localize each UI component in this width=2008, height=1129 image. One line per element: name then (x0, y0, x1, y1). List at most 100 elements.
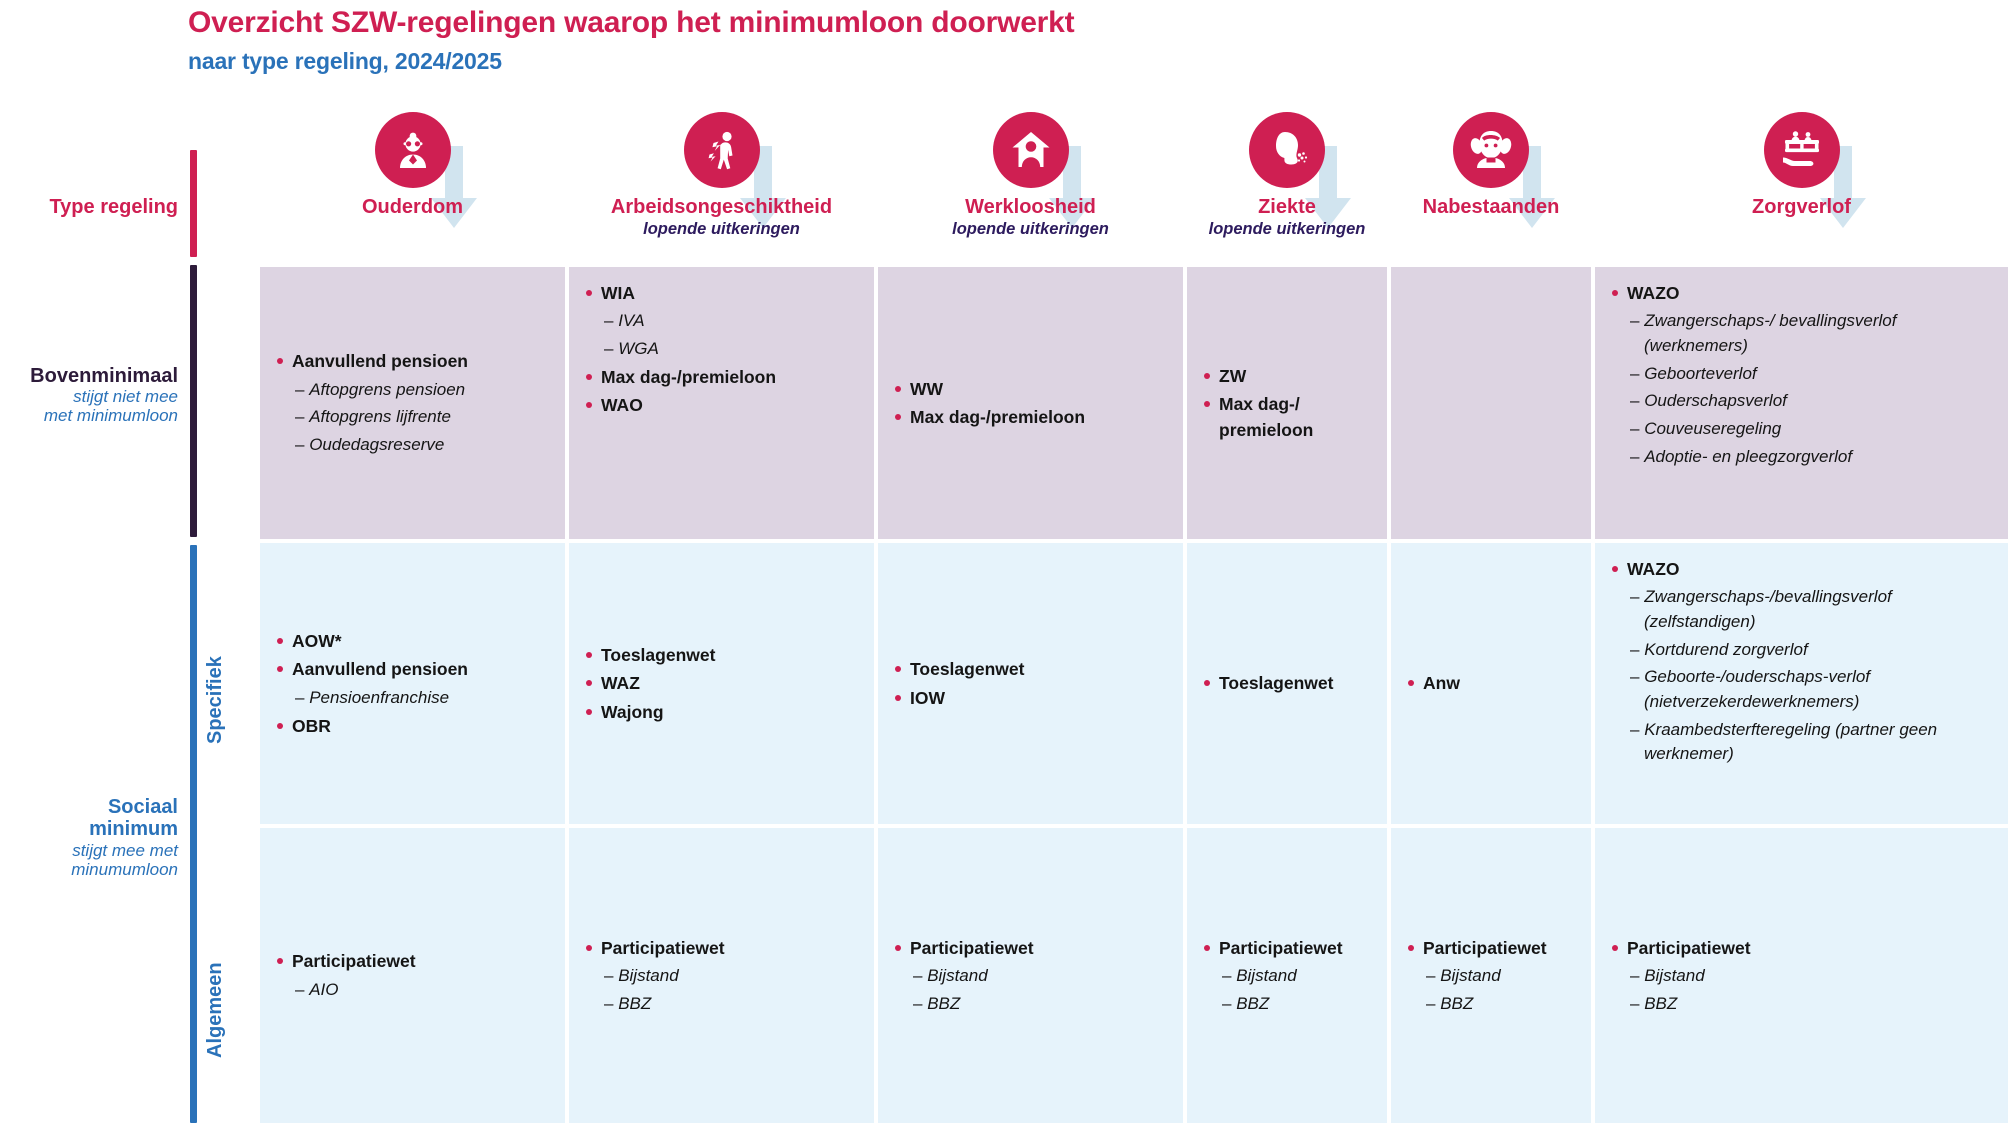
down-arrow-icon (1503, 146, 1561, 238)
list-item-sub: Aftopgrens lijfrente (274, 405, 549, 430)
list-item-primary: Toeslagenwet (892, 657, 1167, 682)
page-subtitle: naar type regeling, 2024/2025 (188, 48, 502, 74)
list-item-sub: BBZ (1405, 992, 1575, 1017)
item-list: ParticipatiewetBijstandBBZ (1609, 936, 1992, 1020)
cell-specifiek-nabestaanden: Anw (1391, 543, 1591, 824)
sociaal-minimum-note-2: minumumloon (71, 859, 178, 879)
list-item-sub: Bijstand (1201, 964, 1371, 989)
list-item-sub: IVA (583, 309, 858, 334)
bovenminimaal-note-2: met minimumloon (43, 406, 178, 426)
down-arrow-icon (425, 146, 483, 238)
list-item-sub: Oudedagsreserve (274, 433, 549, 458)
list-item-primary: Toeslagenwet (1201, 671, 1371, 696)
list-item-sub: Zwangerschaps-/ bevallingsverlof (werkne… (1609, 309, 1992, 358)
list-item-sub: Ouderschapsverlof (1609, 389, 1992, 414)
list-item-sub: Zwangerschaps-/bevallingsverlof (zelfsta… (1609, 585, 1992, 634)
item-list: Aanvullend pensioenAftopgrens pensioenAf… (274, 349, 549, 460)
list-item-primary: Participatiewet (1609, 936, 1992, 961)
cell-specifiek-ziekte: Toeslagenwet (1187, 543, 1387, 824)
list-item-sub: Bijstand (892, 964, 1167, 989)
item-list: ParticipatiewetBijstandBBZ (1201, 936, 1371, 1020)
column-header-zorgverlof: Zorgverlof (1595, 112, 2008, 228)
item-list: Toeslagenwet (1201, 671, 1371, 699)
child-face-icon (1453, 112, 1529, 188)
bovenminimaal-title: Bovenminimaal (30, 365, 178, 387)
list-item-sub: Geboorte-/ouderschaps-verlof (nietverzek… (1609, 665, 1992, 714)
list-item-primary: Anw (1405, 671, 1575, 696)
sociaal-minimum-title-1: Sociaal (107, 796, 178, 818)
list-item-sub: Aftopgrens pensioen (274, 378, 549, 403)
crib-in-hands-icon (1763, 112, 1840, 188)
list-item-primary: AOW* (274, 629, 549, 654)
cell-algemeen-nabestaanden: ParticipatiewetBijstandBBZ (1391, 828, 1591, 1123)
list-item-sub: WGA (583, 337, 858, 362)
rail-sociaal-minimum (190, 545, 197, 1123)
column-header-label: Ziekte (1258, 196, 1316, 218)
column-header-label: Zorgverlof (1752, 196, 1851, 218)
row-axis-bovenminimaal: Bovenminimaal stijgt niet mee met minimu… (0, 365, 178, 425)
row-axis-type-label: Type regeling (49, 196, 178, 218)
rail-type-regeling (190, 150, 197, 257)
list-item-sub: Pensioenfranchise (274, 686, 549, 711)
item-list: WAZO Zwangerschaps-/bevallingsverlof (zel… (1609, 557, 1992, 770)
column-header-ouderdom: Ouderdom (260, 112, 565, 228)
column-header-sublabel: lopende uitkeringen (952, 220, 1109, 238)
item-list: ParticipatiewetBijstandBBZ (583, 936, 858, 1020)
list-item-primary: ZW (1201, 364, 1371, 389)
list-item-sub: Bijstand (1609, 964, 1992, 989)
cell-bovenminimaal-ouderdom: Aanvullend pensioenAftopgrens pensioenAf… (260, 267, 565, 539)
column-header-nabestaanden: Nabestaanden (1391, 112, 1591, 228)
item-list: AOW* Aanvullend pensioenPensioenfranchise… (274, 629, 549, 742)
cell-bovenminimaal-nabestaanden (1391, 267, 1591, 539)
list-item-sub: Adoptie- en pleegzorgverlof (1609, 445, 1992, 470)
page-title: Overzicht SZW-regelingen waarop het mini… (188, 6, 1075, 39)
list-item-primary: Max dag-/premieloon (583, 365, 858, 390)
sneezing-person-icon (1249, 112, 1325, 188)
list-item-primary: WAO (583, 393, 858, 418)
row-band-specifiek: AOW* Aanvullend pensioenPensioenfranchise… (260, 543, 2008, 824)
list-item-primary: Toeslagenwet (583, 643, 858, 668)
list-item-primary: Wajong (583, 700, 858, 725)
cell-bovenminimaal-zorgverlof: WAZO Zwangerschaps-/ bevallingsverlof (we… (1595, 267, 2008, 539)
down-arrow-icon (1814, 146, 1872, 238)
row-band-bovenminimaal: Aanvullend pensioenAftopgrens pensioenAf… (260, 267, 2008, 539)
row-axis-sociaal-minimum: Sociaal minimum stijgt mee met minumumlo… (0, 796, 178, 879)
list-item-sub: Bijstand (1405, 964, 1575, 989)
list-item-sub: Bijstand (583, 964, 858, 989)
cell-algemeen-ziekte: ParticipatiewetBijstandBBZ (1187, 828, 1387, 1123)
down-arrow-icon (734, 146, 792, 238)
list-item-primary: WAZO (1609, 557, 1992, 582)
down-arrow-icon (1299, 146, 1357, 238)
elderly-person-icon (374, 112, 451, 188)
list-item-primary: OBR (274, 714, 549, 739)
list-item-sub: Geboorteverlof (1609, 362, 1992, 387)
item-list: ParticipatiewetBijstandBBZ (1405, 936, 1575, 1020)
list-item-sub: BBZ (1609, 992, 1992, 1017)
list-item-sub: AIO (274, 978, 549, 1003)
list-item-primary: Participatiewet (1405, 936, 1575, 961)
list-item-sub: Kraambedsterfteregeling (partner geen we… (1609, 718, 1992, 767)
list-item-primary: Max dag-/ premieloon (1201, 392, 1371, 443)
list-item-sub: Kortdurend zorgverlof (1609, 638, 1992, 663)
sociaal-minimum-note-1: stijgt mee met (72, 840, 178, 860)
list-item-primary: WAZO (1609, 281, 1992, 306)
cell-algemeen-arbeidsongeschiktheid: ParticipatiewetBijstandBBZ (569, 828, 874, 1123)
list-item-sub: BBZ (1201, 992, 1371, 1017)
cell-algemeen-zorgverlof: ParticipatiewetBijstandBBZ (1595, 828, 2008, 1123)
cell-bovenminimaal-ziekte: ZW Max dag-/ premieloon (1187, 267, 1387, 539)
column-header-sublabel: lopende uitkeringen (643, 220, 800, 238)
list-item-primary: IOW (892, 686, 1167, 711)
column-header-label: Werkloosheid (965, 196, 1096, 218)
list-item-sub: BBZ (583, 992, 858, 1017)
sub-row-label-specifiek: Specifiek (204, 656, 226, 744)
column-header-sublabel: lopende uitkeringen (1208, 220, 1366, 238)
list-item-primary: Aanvullend pensioen (274, 657, 549, 682)
